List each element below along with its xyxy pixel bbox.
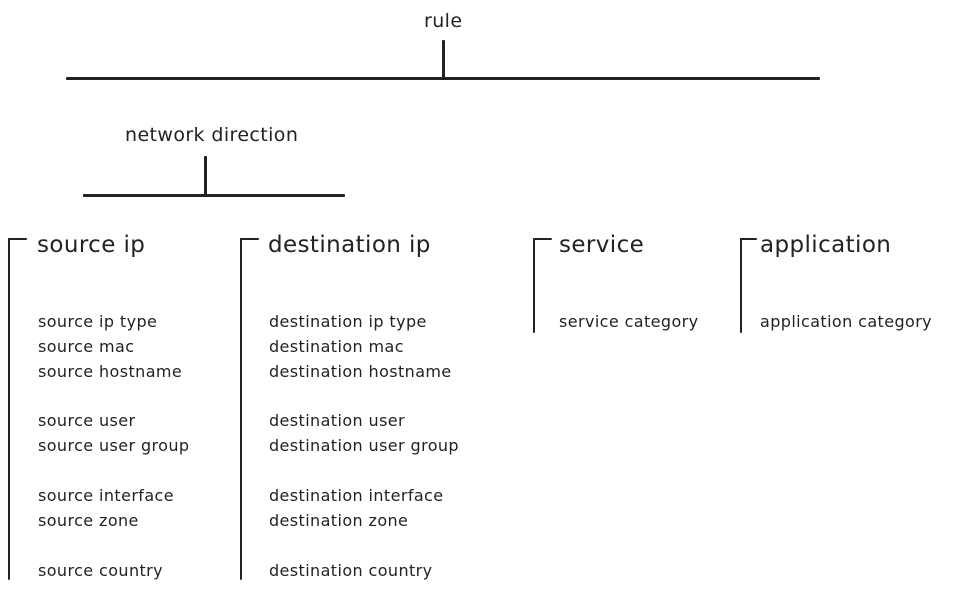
bracket-tick [740,238,757,240]
item-source-ip-type: source ip type [38,312,158,331]
item-destination-hostname: destination hostname [269,362,452,381]
item-destination-user: destination user [269,411,406,430]
bracket-application [740,238,758,333]
bracket-tick [533,238,552,240]
item-application-category: application category [760,312,933,331]
item-destination-zone: destination zone [269,511,409,530]
bracket-tick [240,238,259,240]
item-destination-ip-type: destination ip type [269,312,427,331]
mid-node-label: network direction [125,124,299,146]
item-destination-user-group: destination user group [269,436,459,455]
bracket-source-ip [8,238,28,580]
item-source-hostname: source hostname [38,362,183,381]
column-header-application: application [760,232,892,258]
bracket-vertical [8,238,10,580]
root-horizontal-rule [66,77,820,80]
item-source-user-group: source user group [38,436,190,455]
root-stem [442,40,445,79]
item-source-interface: source interface [38,486,174,505]
item-service-category: service category [559,312,699,331]
column-header-destination-ip: destination ip [268,232,431,258]
item-source-country: source country [38,561,164,580]
bracket-service [533,238,553,333]
item-source-user: source user [38,411,136,430]
item-source-mac: source mac [38,337,135,356]
item-destination-country: destination country [269,561,433,580]
mid-stem [204,156,207,196]
bracket-vertical [740,238,742,333]
item-destination-mac: destination mac [269,337,404,356]
column-header-service: service [559,232,645,258]
mid-horizontal-rule [83,194,345,197]
bracket-tick [8,238,27,240]
bracket-vertical [533,238,535,333]
bracket-destination-ip [240,238,260,580]
bracket-vertical [240,238,242,580]
item-source-zone: source zone [38,511,139,530]
column-header-source-ip: source ip [37,232,146,258]
item-destination-interface: destination interface [269,486,444,505]
root-node-label: rule [424,10,463,32]
